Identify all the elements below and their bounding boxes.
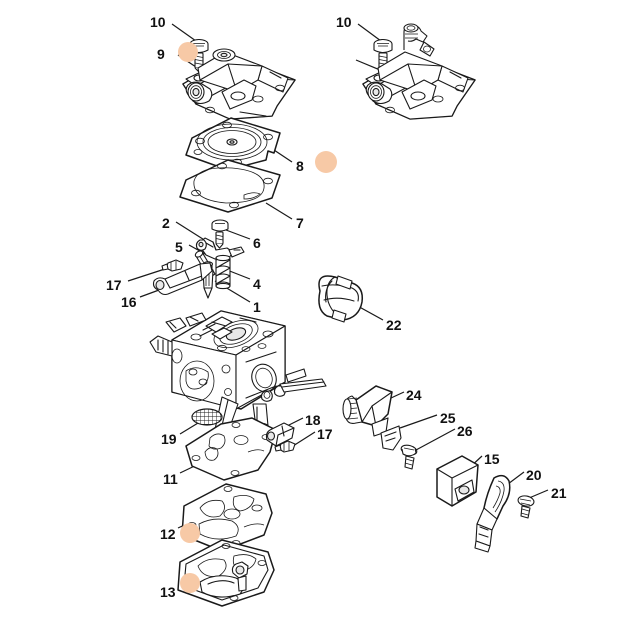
highlight-dot [178,42,198,62]
part-number-label-10[interactable]: 10 [150,14,166,30]
part-number-label-18[interactable]: 18 [305,412,321,428]
part-9-fuel-pump-cover-left [182,48,296,120]
part-number-label-17[interactable]: 17 [317,426,333,442]
part-4-metering-spring [215,254,231,290]
highlight-dot [180,523,200,543]
fuel-pump-cover-right [362,23,476,120]
part-15-sleeve [436,455,479,507]
part-17-welch-plug-upper [161,259,184,272]
carburetor-main-body [149,310,327,442]
part-number-label-17[interactable]: 17 [106,277,122,293]
part-16-choke-lever [152,262,213,296]
part-2-metering-lever [195,237,245,260]
part-number-label-25[interactable]: 25 [440,410,456,426]
part-number-label-21[interactable]: 21 [551,485,567,501]
part-19-inlet-screen [191,408,223,426]
part-17-welch-plug-lower [274,440,296,453]
part-21-throttle-lever-screw [517,495,535,519]
part-25-retaining-clip [380,425,402,451]
part-22-ring-clamp [318,275,364,323]
part-number-label-9[interactable]: 9 [157,46,165,62]
part-number-label-1[interactable]: 1 [253,299,261,315]
part-6-lever-screw [211,219,229,249]
part-number-label-20[interactable]: 20 [526,467,542,483]
part-number-label-2[interactable]: 2 [162,215,170,231]
part-number-label-6[interactable]: 6 [253,235,261,251]
part-26-clip-screw [400,444,418,470]
part-18-check-valve [265,422,295,447]
part-number-label-5[interactable]: 5 [175,239,183,255]
part-number-label-12[interactable]: 12 [160,526,176,542]
part-number-label-24[interactable]: 24 [406,387,422,403]
part-number-label-22[interactable]: 22 [386,317,402,333]
part-number-label-11[interactable]: 11 [163,471,178,487]
part-number-label-8[interactable]: 8 [296,158,304,174]
part-number-label-4[interactable]: 4 [253,276,261,292]
part-number-label-19[interactable]: 19 [161,431,177,447]
part-13-metering-cover [177,539,275,607]
part-number-label-10[interactable]: 10 [336,14,352,30]
part-8-pump-diaphragm [185,117,281,171]
part-number-label-13[interactable]: 13 [160,584,176,600]
part-number-label-7[interactable]: 7 [296,215,304,231]
part-11-metering-gasket [185,417,277,481]
part-number-label-26[interactable]: 26 [457,423,473,439]
part-20-throttle-lever [474,474,511,553]
part-number-label-15[interactable]: 15 [484,451,500,467]
highlight-dot [315,151,337,173]
highlight-dot [180,573,200,593]
part-number-label-16[interactable]: 16 [121,294,137,310]
part-24-elbow-fitting [342,385,393,437]
part-7-pump-gasket [179,159,281,213]
